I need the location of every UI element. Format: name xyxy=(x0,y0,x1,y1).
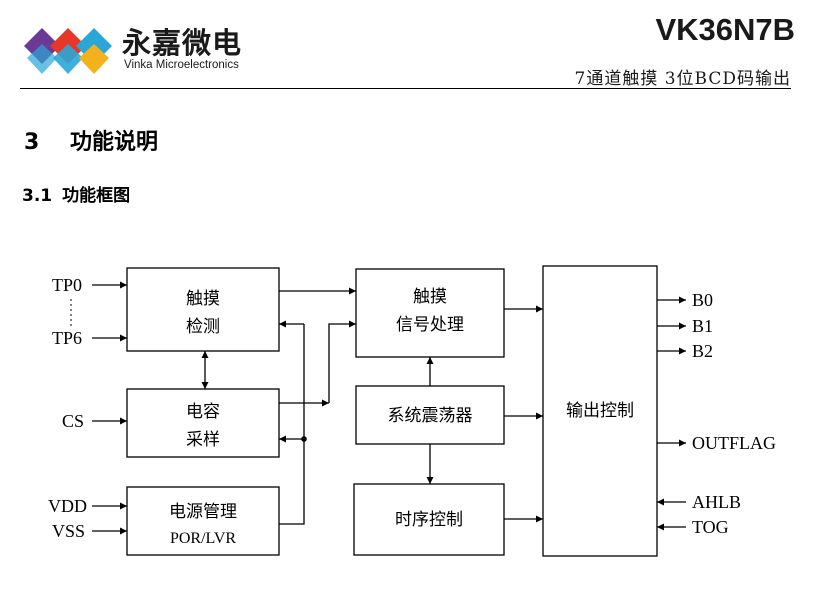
subsection-heading: 3.1 功能框图 xyxy=(22,181,130,206)
pin-b0-label: B0 xyxy=(692,290,713,310)
touch-detect-block xyxy=(126,267,280,352)
power-bus-line xyxy=(279,324,305,525)
cap-sample-label-2: 采样 xyxy=(186,430,220,450)
output-ctrl-label: 输出控制 xyxy=(566,401,634,421)
cap-sample-label-1: 电容 xyxy=(186,402,220,422)
pin-b1-label: B1 xyxy=(692,316,713,336)
sample-to-signal-line xyxy=(328,320,356,403)
signal-proc-label-2: 信号处理 xyxy=(396,315,464,335)
power-management-block xyxy=(126,486,280,556)
header-rule xyxy=(20,88,791,89)
pin-outflag-label: OUTFLAG xyxy=(692,433,776,453)
bus-junction-dot xyxy=(301,436,307,442)
touch-detect-label-1: 触摸 xyxy=(186,289,220,309)
touch-detect-label-2: 检测 xyxy=(186,317,220,337)
output-control-block xyxy=(542,265,658,557)
subsection-title: 功能框图 xyxy=(62,186,131,206)
document-subtitle: 7通道触摸 3位BCD码输出 xyxy=(574,69,791,89)
section-number: 3 xyxy=(24,130,40,155)
page-header: 永嘉微电 Vinka Microelectronics VK36N7B 7通道触… xyxy=(0,0,827,92)
part-number: VK36N7B xyxy=(655,12,795,47)
timing-label: 时序控制 xyxy=(395,510,463,530)
pin-tog-label: TOG xyxy=(692,517,729,537)
pin-b2-label: B2 xyxy=(692,341,713,361)
pin-vdd-label: VDD xyxy=(48,496,87,516)
vinka-logo-icon xyxy=(24,28,112,74)
oscillator-label: 系统震荡器 xyxy=(388,406,473,426)
signal-proc-label-1: 触摸 xyxy=(413,287,447,307)
company-name-en: Vinka Microelectronics xyxy=(124,59,239,71)
company-name-cn: 永嘉微电 xyxy=(122,26,243,60)
section-heading: 3 功能说明 xyxy=(24,124,158,156)
pin-tp6-label: TP6 xyxy=(52,328,82,348)
subsection-number: 3.1 xyxy=(22,186,53,206)
pin-vss-label: VSS xyxy=(52,521,85,541)
cap-sample-block xyxy=(126,388,280,458)
power-label-1: 电源管理 xyxy=(169,502,237,522)
pin-ahlb-label: AHLB xyxy=(692,492,741,512)
power-label-2: POR/LVR xyxy=(170,530,236,547)
pin-cs-label: CS xyxy=(62,411,84,431)
signal-processing-block xyxy=(355,268,505,358)
section-title: 功能说明 xyxy=(70,130,159,155)
block-diagram: TP0 TP6 CS VDD VSS B0 B1 B2 OUTFLAG AHLB… xyxy=(48,265,776,557)
pin-tp0-label: TP0 xyxy=(52,275,82,295)
